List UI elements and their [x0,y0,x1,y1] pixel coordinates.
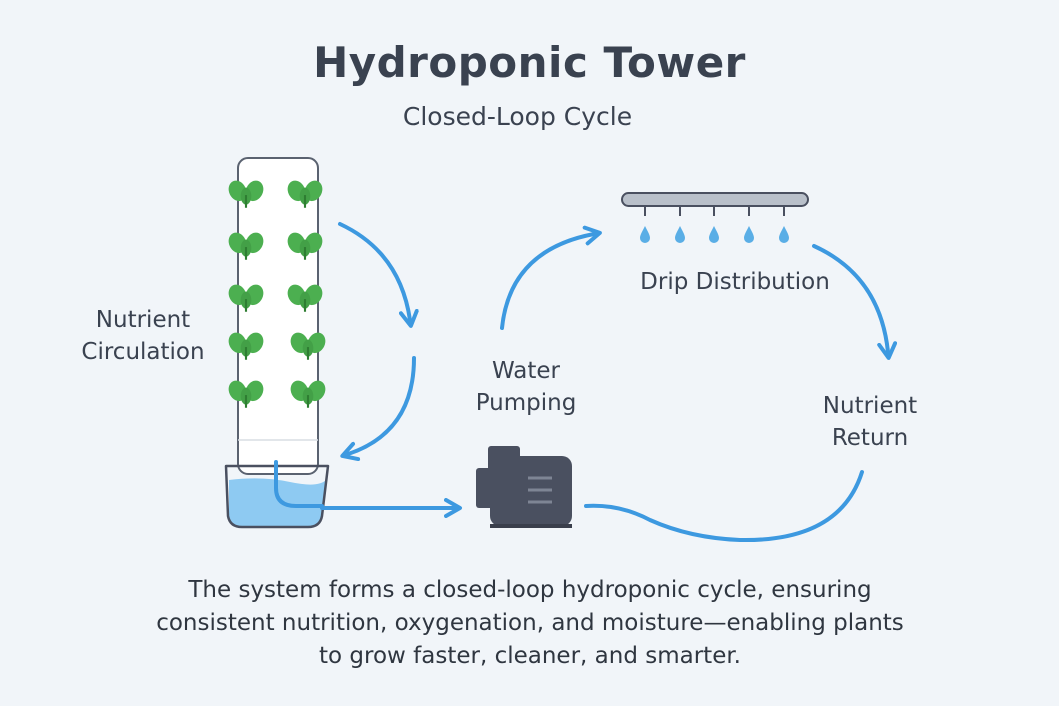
diagram-subtitle: Closed-Loop Cycle [402,102,633,131]
nutrient-return-line-2: Return [831,425,909,451]
pump-icon [476,446,572,528]
flow-arrows [320,222,898,543]
water-pumping-line-1: Water [492,358,560,384]
diagram-title: Hydroponic Tower [313,38,746,87]
drip-to-return-arrow [812,244,898,360]
nutrient-circulation-line-1: Nutrient [95,307,191,333]
caption: The system forms a closed-loop hydroponi… [100,574,960,673]
drip-distribution-label: Drip Distribution [640,269,830,295]
nutrient-return-line-1: Nutrient [822,393,918,419]
water-drop-icon [640,226,650,243]
water-drop-icon [675,226,685,243]
water-pumping-label: Water Pumping [456,355,596,419]
water-drops [640,226,789,243]
water-pumping-line-2: Pumping [475,390,577,416]
caption-line-2: consistent nutrition, oxygenation, and m… [156,610,904,636]
down-arrow-lower [340,356,416,462]
return-to-pump-line [584,470,864,543]
caption-line-1: The system forms a closed-loop hydroponi… [188,577,872,603]
caption-line-3: to grow faster, cleaner, and smarter. [319,643,741,669]
nutrient-circulation-line-2: Circulation [81,339,205,365]
reservoir-icon [224,460,330,529]
water-drop-icon [709,226,719,243]
water-drop-icon [744,226,754,243]
pump-up-arrow [500,225,602,330]
drip-bar-icon [621,192,809,216]
nutrient-circulation-label: Nutrient Circulation [58,304,228,368]
water-drop-icon [779,226,789,243]
down-arrow-upper [338,222,419,328]
nutrient-return-label: Nutrient Return [795,390,945,454]
